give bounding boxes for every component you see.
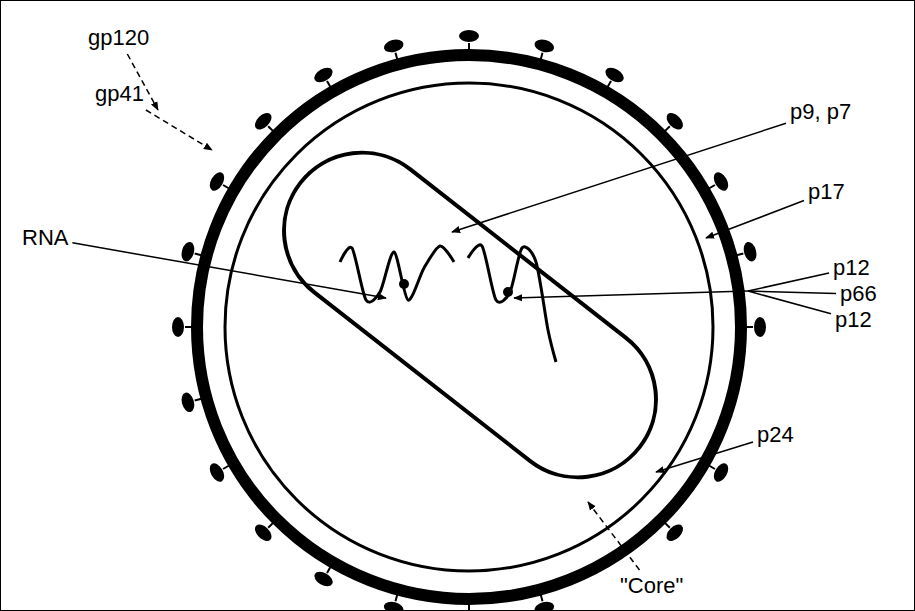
part-label: gp41	[95, 82, 144, 106]
spike-head	[312, 569, 335, 589]
part-label: gp120	[88, 26, 149, 50]
part-label: "Core"	[620, 574, 683, 598]
spike-head	[382, 38, 404, 55]
spike	[745, 317, 766, 337]
spike-head	[742, 240, 759, 262]
spike	[172, 317, 193, 337]
spike-head	[663, 110, 686, 133]
spike-head	[711, 461, 731, 484]
glycoprotein-spikes	[172, 30, 766, 611]
spike-head	[252, 110, 275, 133]
spike-head	[459, 30, 479, 42]
rna-protein-dot	[503, 287, 513, 297]
part-label: p12	[833, 256, 870, 280]
leader-line	[706, 201, 804, 238]
spike-head	[382, 600, 404, 611]
leader-line	[748, 273, 829, 291]
leader-line	[514, 291, 748, 298]
part-label: p9, p7	[790, 100, 851, 124]
leader-line	[452, 123, 786, 232]
spike-head	[312, 65, 335, 85]
spike-head	[180, 391, 197, 413]
matrix-ring	[225, 83, 713, 571]
spike-head	[207, 461, 227, 484]
leader-line	[656, 442, 753, 472]
spike-head	[663, 521, 686, 544]
core-capsule	[253, 121, 688, 509]
leader-line	[588, 502, 640, 570]
leader-line	[72, 243, 386, 298]
part-label: p66	[840, 282, 877, 306]
spike	[459, 30, 479, 51]
rna-protein-dot	[399, 279, 409, 289]
spike-head	[252, 521, 275, 544]
rna-strand	[468, 245, 556, 362]
part-label: p12	[835, 308, 872, 332]
leader-line	[748, 291, 831, 314]
spike-head	[172, 317, 184, 337]
leader-line	[146, 110, 212, 150]
rna-strands	[340, 245, 556, 362]
spike-head	[207, 170, 227, 193]
spike-head	[754, 317, 766, 337]
spike-head	[180, 240, 197, 262]
spike-head	[533, 600, 555, 611]
leader-line	[748, 291, 836, 293]
part-label: p17	[808, 180, 845, 204]
capsule-outline	[253, 121, 688, 509]
spike-head	[533, 38, 555, 55]
spike-head	[711, 170, 731, 193]
rna-strand	[340, 246, 454, 302]
leader-lines	[72, 54, 836, 570]
spike-head	[603, 65, 626, 85]
part-label: RNA	[22, 226, 68, 250]
envelope-ring	[197, 55, 741, 599]
part-label: p24	[757, 423, 794, 447]
